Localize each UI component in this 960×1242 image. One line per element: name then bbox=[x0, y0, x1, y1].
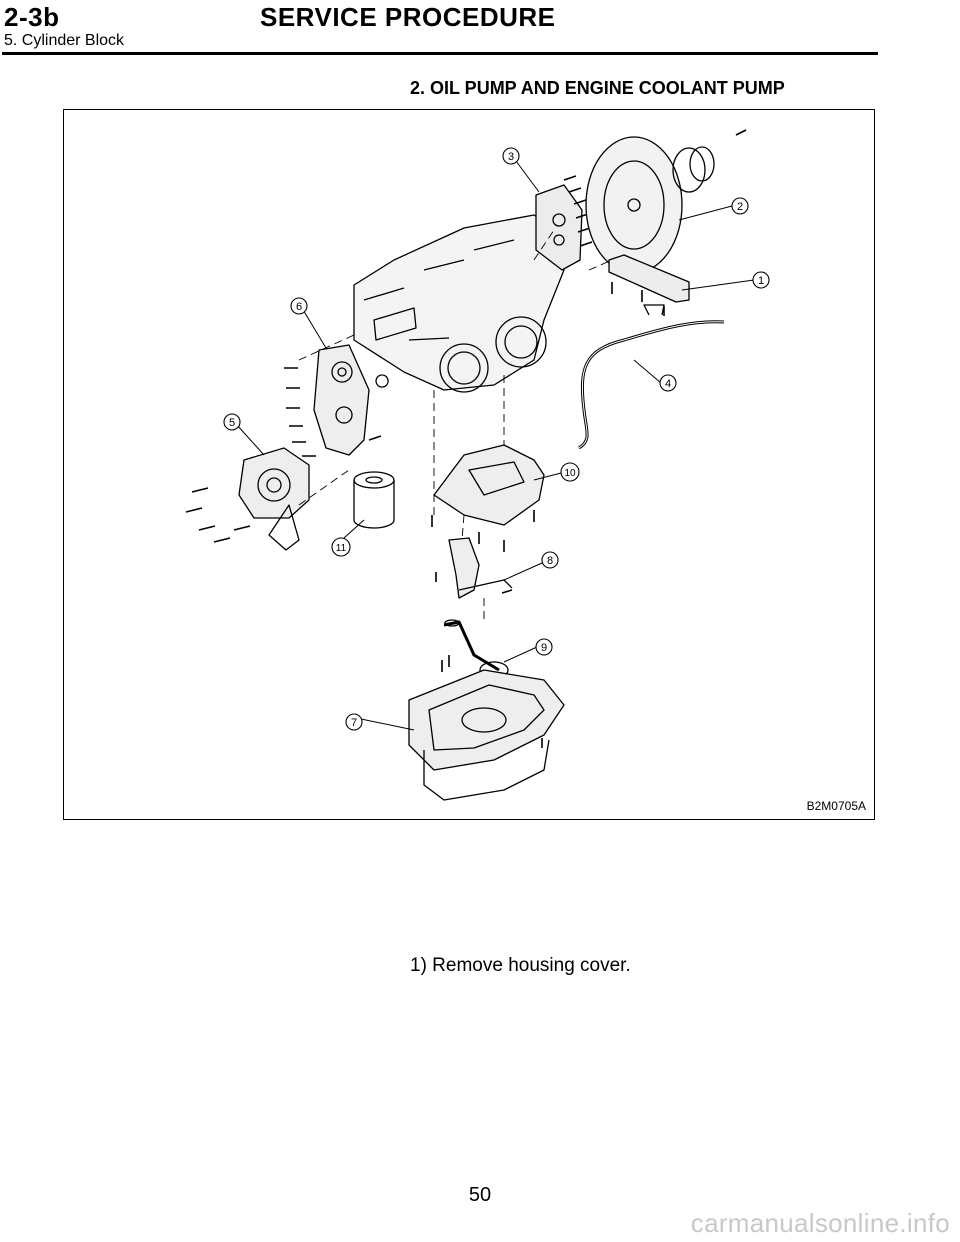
page-header-subtitle: 5. Cylinder Block bbox=[4, 32, 125, 49]
callout-2: 2 bbox=[737, 201, 743, 213]
page-header-title: SERVICE PROCEDURE bbox=[260, 2, 556, 32]
rear-cover-plate bbox=[535, 184, 583, 271]
figure-code: B2M0705A bbox=[806, 799, 866, 813]
cylinder-block bbox=[353, 214, 570, 391]
oil-pan bbox=[408, 669, 565, 771]
oil-strainer bbox=[443, 620, 500, 672]
callout-4: 4 bbox=[665, 378, 671, 390]
instruction-step: 1) Remove housing cover. bbox=[410, 955, 631, 976]
watermark: carmanualsonline.info bbox=[690, 1208, 950, 1238]
drive-plate-hub bbox=[672, 147, 706, 193]
callout-1-circle bbox=[752, 271, 770, 289]
oil-pan-baffle bbox=[433, 444, 545, 526]
callout-10: 10 bbox=[564, 468, 576, 479]
callout-4-circle bbox=[659, 374, 677, 392]
oil-pump bbox=[238, 447, 310, 519]
callout-9-circle bbox=[535, 638, 553, 656]
callout-5-circle bbox=[223, 413, 241, 431]
callout-8-circle bbox=[541, 551, 559, 569]
callout-10-circle bbox=[560, 462, 580, 482]
page-number: 50 bbox=[468, 1184, 492, 1206]
coolant-pump-housing bbox=[313, 344, 370, 456]
section-title: 2. OIL PUMP AND ENGINE COOLANT PUMP bbox=[410, 78, 785, 98]
cylinder-bore-left bbox=[439, 343, 489, 393]
callout-11: 11 bbox=[336, 543, 347, 554]
engine-exploded-diagram: 3 2 1 4 5 6 7 8 9 10 11 bbox=[185, 129, 770, 801]
callout-8: 8 bbox=[547, 555, 553, 567]
callout-11-circle bbox=[331, 537, 351, 557]
header-rule bbox=[2, 52, 878, 55]
oil-filter bbox=[353, 471, 395, 489]
callout-1: 1 bbox=[758, 275, 764, 287]
callout-6: 6 bbox=[296, 301, 302, 313]
baffle-plate bbox=[608, 254, 690, 303]
callout-7-circle bbox=[345, 713, 363, 731]
callout-9: 9 bbox=[541, 642, 547, 654]
section-code: 2-3b bbox=[4, 2, 60, 32]
callout-5: 5 bbox=[229, 417, 235, 429]
callout-3: 3 bbox=[508, 151, 514, 163]
cylinder-bore-right bbox=[495, 316, 547, 368]
callout-6-circle bbox=[290, 297, 308, 315]
callout-3-circle bbox=[502, 147, 520, 165]
exploded-view-figure: 3 2 1 4 5 6 7 8 9 10 11 B2M0705A bbox=[63, 109, 875, 820]
drive-plate bbox=[585, 136, 683, 274]
callout-2-circle bbox=[731, 197, 749, 215]
callout-7: 7 bbox=[351, 717, 357, 729]
oil-strainer-stay bbox=[448, 537, 480, 599]
oil-level-gauge-guide bbox=[578, 320, 725, 450]
